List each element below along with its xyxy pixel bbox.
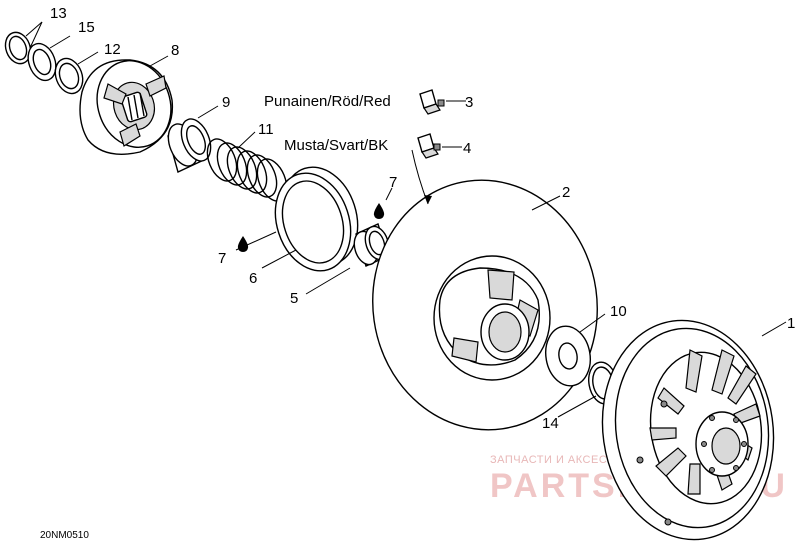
part-13-snap-ring xyxy=(4,31,32,65)
part-8-cam xyxy=(79,59,174,155)
callout-12: 12 xyxy=(104,41,121,58)
part-15-washer xyxy=(27,42,57,82)
part-6-ring xyxy=(274,166,359,272)
black-weight-label: Musta/Svart/BK xyxy=(284,137,388,154)
callout-7-lower: 7 xyxy=(218,250,226,267)
callouts: 13 15 12 8 9 11 7 7 6 5 2 10 14 1 3 4 xyxy=(50,5,795,432)
callout-10: 10 xyxy=(610,303,627,320)
color-labels: Punainen/Röd/Red Musta/Svart/BK xyxy=(264,93,391,154)
oil-drop-icon xyxy=(373,203,385,219)
part-1-fixed-sheave xyxy=(601,319,775,541)
leader-lines xyxy=(25,21,787,418)
callout-2: 2 xyxy=(562,184,570,201)
red-weight-label: Punainen/Röd/Red xyxy=(264,93,391,110)
callout-5: 5 xyxy=(290,290,298,307)
part-4-black-weight xyxy=(417,133,441,159)
drawing-code: 20NM0510 xyxy=(40,530,89,541)
part-9-sleeve xyxy=(167,118,212,173)
callout-1: 1 xyxy=(787,315,795,332)
part-11-spring xyxy=(206,138,288,202)
callout-8: 8 xyxy=(171,42,179,59)
callout-13: 13 xyxy=(50,5,67,22)
callout-11: 11 xyxy=(258,121,274,138)
part-3-red-weight xyxy=(419,89,445,115)
callout-14: 14 xyxy=(542,415,559,432)
callout-4: 4 xyxy=(463,140,471,157)
callout-7-upper: 7 xyxy=(389,174,397,191)
part-2-sliding-sheave xyxy=(372,179,598,431)
part-10-washer xyxy=(545,325,591,387)
callout-3: 3 xyxy=(465,94,473,111)
part-12-ring xyxy=(54,57,84,95)
callout-6: 6 xyxy=(249,270,257,287)
oil-drop-icon xyxy=(237,236,249,252)
callout-15: 15 xyxy=(78,19,95,36)
callout-9: 9 xyxy=(222,94,230,111)
